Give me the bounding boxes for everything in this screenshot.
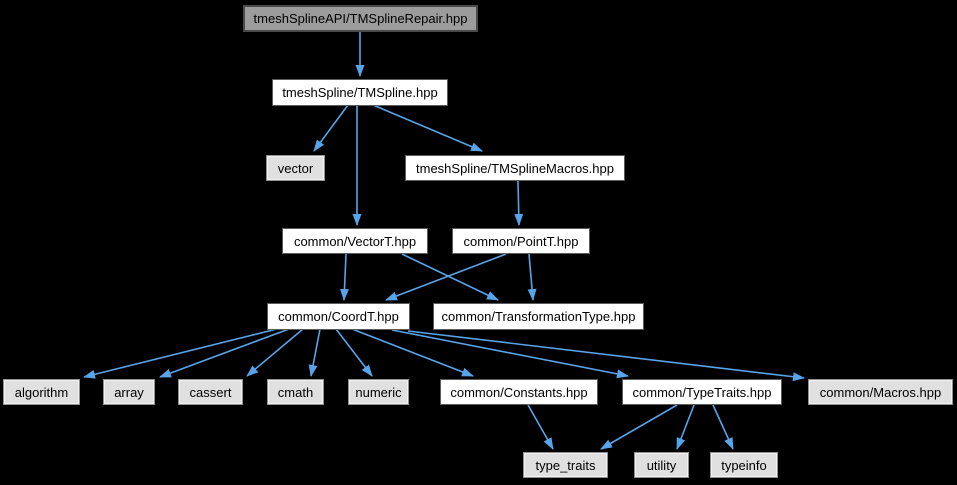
- node-type-traits: type_traits: [523, 452, 608, 478]
- edge-coordt-to-typetraits: [391, 329, 629, 379]
- node-constants-hpp[interactable]: common/Constants.hpp: [440, 379, 598, 405]
- node-utility: utility: [634, 452, 689, 478]
- node-vectort-hpp[interactable]: common/VectorT.hpp: [282, 228, 428, 254]
- node-cmath: cmath: [267, 379, 324, 405]
- node-coordt-hpp[interactable]: common/CoordT.hpp: [267, 303, 410, 330]
- edge-vectort-to-coordt: [339, 253, 349, 301]
- edge-coordt-to-numeric: [335, 328, 373, 377]
- edge-coordt-to-cmath: [308, 328, 321, 377]
- node-typetraits-hpp[interactable]: common/TypeTraits.hpp: [622, 379, 782, 405]
- edge-pointt-to-coordt: [385, 253, 507, 301]
- edge-pointt-to-transformationtype: [527, 253, 537, 301]
- node-algorithm: algorithm: [3, 379, 80, 405]
- node-tmsplinemacros-hpp[interactable]: tmeshSpline/TMSplineMacros.hpp: [405, 155, 625, 181]
- node-array: array: [103, 379, 155, 405]
- edge-coordt-to-macros: [407, 330, 805, 382]
- edge-typetraits-to-typeinfo: [712, 404, 734, 450]
- node-transformationtype-hpp[interactable]: common/TransformationType.hpp: [433, 303, 644, 330]
- edge-coordt-to-array: [159, 328, 290, 378]
- edge-tmsplinemacros-to-pointt: [514, 180, 524, 226]
- node-cassert: cassert: [178, 379, 243, 405]
- edge-typetraits-to-type-traits: [600, 404, 678, 450]
- node-pointt-hpp[interactable]: common/PointT.hpp: [452, 228, 590, 254]
- edge-coordt-to-algorithm: [83, 328, 278, 379]
- edge-coordt-to-constants: [351, 328, 474, 377]
- edge-vectort-to-transformationtype: [401, 253, 499, 301]
- node-vector: vector: [266, 155, 325, 181]
- node-macros-hpp: common/Macros.hpp: [808, 379, 953, 405]
- node-tmspline-hpp[interactable]: tmeshSpline/TMSpline.hpp: [272, 79, 448, 106]
- edge-typetraits-to-utility: [676, 404, 695, 450]
- edge-coordt-to-cassert: [246, 328, 304, 377]
- node-typeinfo: typeinfo: [710, 452, 778, 478]
- node-numeric: numeric: [348, 379, 409, 405]
- edge-constants-to-type-traits: [527, 404, 554, 450]
- node-tmsplinerepair-hpp: tmeshSplineAPI/TMSplineRepair.hpp: [243, 5, 478, 32]
- edge-tmspline-to-tmsplinemacros: [372, 104, 483, 152]
- edge-tmspline-to-vector: [313, 104, 349, 152]
